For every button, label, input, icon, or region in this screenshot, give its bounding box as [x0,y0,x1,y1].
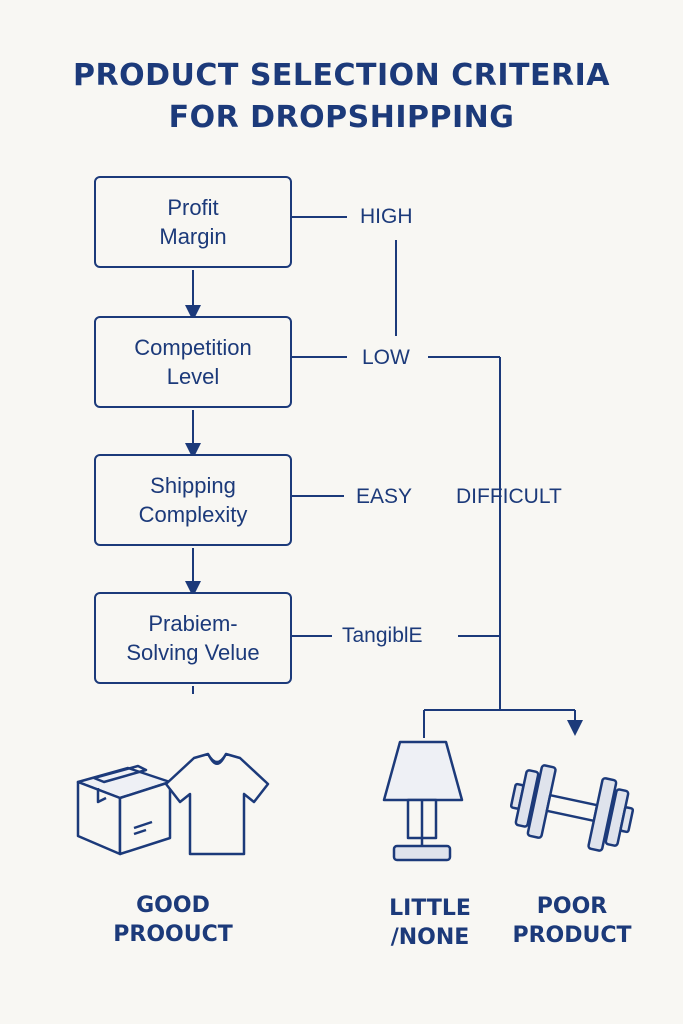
criterion-label-line1: Competition [134,335,252,360]
outcome-good-line1: GOOD [136,893,210,918]
criterion-box-profit-margin: Profit Margin [94,176,292,268]
outcome-little-line1: LITTLE [389,896,471,921]
criterion-box-competition-level: Competition Level [94,316,292,408]
criterion-label-line2: Solving Velue [126,640,260,665]
outcome-little-line2: /NONE [390,925,470,950]
diagram-title-line2: FOR DROPSHIPPING [168,100,515,135]
label-easy: EASY [356,485,413,508]
diagram-title-line1: PRODUCT SELECTION CRITERIA [73,58,610,93]
criterion-box-problem-solving-value: Prabiem- Solving Velue [94,592,292,684]
lamp-icon [382,740,464,862]
criterion-label-line2: Level [166,364,220,389]
outcome-good-product: GOOD PROOUCT [98,891,248,949]
outcome-little-none: LITTLE /NONE [370,894,490,952]
dumbbell-icon [510,764,634,852]
criterion-box-shipping-complexity: Shipping Complexity [94,454,292,546]
criterion-label-line1: Prabiem- [148,611,238,636]
label-high: HIGH [360,205,413,228]
criterion-label-line2: Margin [159,224,227,249]
outcome-poor-line1: POOR [536,894,608,919]
label-tangible: TangiblE [342,624,423,647]
criterion-label-line1: Shipping [150,473,236,498]
outcome-poor-product: POOR PRODUCT [502,892,642,950]
criterion-label-line1: Profit [167,195,219,220]
label-low: LOW [362,346,410,369]
tshirt-icon [164,752,270,856]
criterion-label-line2: Complexity [138,502,248,527]
outcome-poor-line2: PRODUCT [512,923,632,948]
box-icon [76,764,172,856]
outcome-good-line2: PROOUCT [113,922,233,947]
label-difficult: DIFFICULT [456,485,562,508]
